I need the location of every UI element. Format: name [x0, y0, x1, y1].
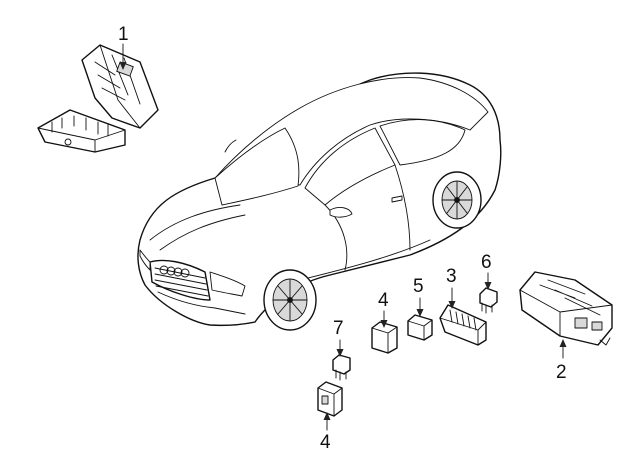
- fuse-icon-7: [332, 354, 351, 381]
- fuse-holder-icon-4: [317, 381, 343, 417]
- arrow-6: [484, 282, 492, 290]
- relay-icon-5: [407, 314, 433, 341]
- arrow-1: [119, 62, 127, 70]
- callout-7: 7: [333, 318, 344, 339]
- arrow-4a: [380, 320, 388, 328]
- callout-5: 5: [413, 276, 424, 297]
- fuse-icon: [479, 287, 498, 314]
- arrow-2: [559, 339, 567, 347]
- arrow-4b: [323, 412, 331, 420]
- callout-3: 3: [446, 266, 457, 287]
- callout-4b: 4: [320, 432, 331, 453]
- fuse-box-cover-icon: [37, 44, 159, 153]
- callout-1: 1: [118, 24, 129, 45]
- callout-2: 2: [556, 362, 567, 383]
- arrow-5: [416, 309, 424, 317]
- car-coupe-icon: [137, 72, 502, 331]
- control-module-icon: [519, 271, 613, 346]
- callout-6: 6: [481, 252, 492, 273]
- arrow-7: [336, 349, 344, 357]
- fuse-holder-icon: [439, 304, 487, 346]
- callout-4a: 4: [378, 290, 389, 311]
- relay-icon: [371, 321, 398, 354]
- arrow-3: [448, 301, 456, 309]
